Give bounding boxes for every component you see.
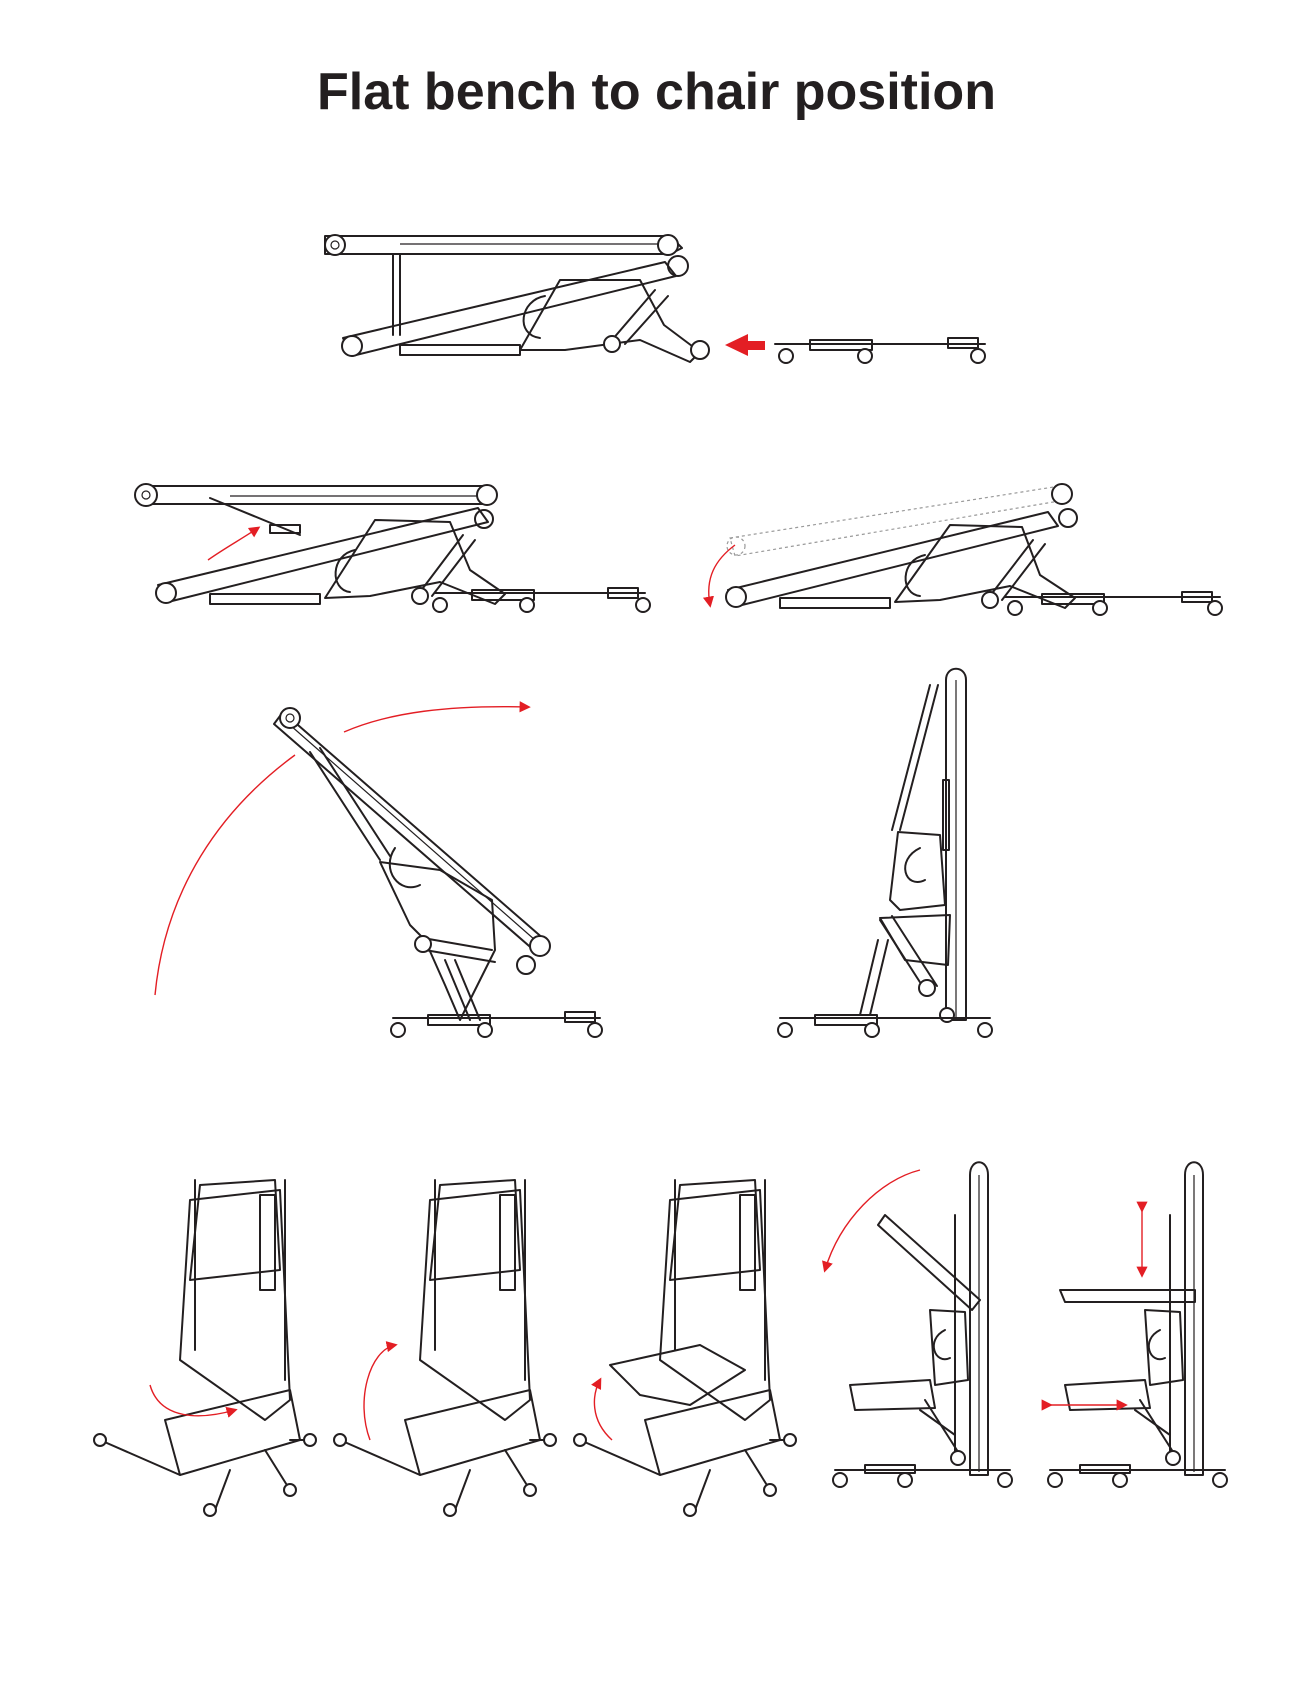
step-8-chair-seat-open: [573, 1179, 797, 1517]
step-2-bench-on-base: [134, 483, 651, 613]
step-6-chair-seat-folded: [93, 1179, 317, 1517]
step-4-tilting-up: [154, 701, 603, 1038]
step-9-armrest-lowering: [822, 1161, 1013, 1488]
step-5-upright: [777, 667, 993, 1038]
step-10-armrest-adjust: [1041, 1161, 1228, 1488]
step-1-flat-bench: [324, 234, 986, 364]
page-title: Flat bench to chair position: [317, 63, 996, 121]
step-7-chair-seat-rising: [333, 1179, 557, 1517]
step-3-backrest-lowering: [702, 483, 1223, 616]
